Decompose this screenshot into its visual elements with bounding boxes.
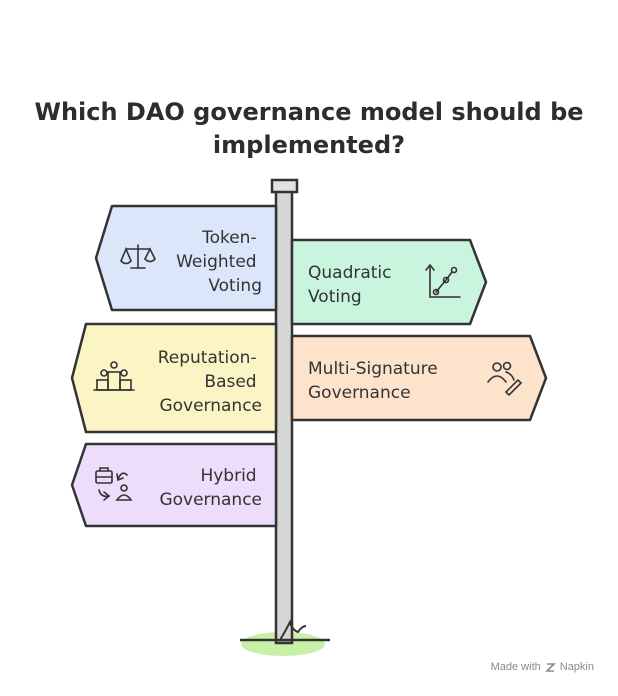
briefcase-user-icon: [95, 467, 133, 501]
scales-icon: [120, 244, 156, 269]
sign-label-line: Multi-Signature: [308, 359, 438, 379]
sign-label-line: Governance: [159, 396, 262, 416]
napkin-logo-icon: [544, 662, 556, 672]
sign-label-line: Reputation-: [158, 348, 257, 368]
diagram-title: Which DAO governance model should be imp…: [34, 98, 584, 159]
credit-text: Made with: [490, 661, 541, 673]
sign-label-line: Governance: [159, 490, 262, 510]
svg-text:Token- Weighted Vo: Token- Weighted Voting: [176, 228, 262, 296]
svg-text:Quadratic Voting: Quadratic Voting: [308, 263, 397, 307]
svg-text:Hybrid Governance: Hybrid Governance: [159, 466, 262, 510]
sign-label-line: Voting: [308, 287, 362, 307]
podium-icon: [93, 361, 135, 391]
sign-label-line: Quadratic: [308, 263, 392, 283]
sign-token-weighted-voting[interactable]: Token- Weighted Voting: [94, 204, 278, 312]
users-sign-icon: [487, 361, 523, 397]
sign-hybrid-governance[interactable]: Hybrid Governance: [70, 442, 278, 528]
sign-label-line: Weighted: [176, 252, 256, 272]
sign-label-line: Token-: [201, 228, 257, 248]
sign-label-line: Governance: [308, 383, 411, 403]
sign-multi-signature-governance[interactable]: Multi-Signature Governance: [290, 334, 548, 422]
napkin-credit[interactable]: Made with Napkin: [491, 661, 594, 673]
credit-brand: Napkin: [559, 661, 594, 673]
sign-reputation-based-governance[interactable]: Reputation- Based Governance: [70, 322, 278, 434]
line-graph-icon: [425, 263, 461, 298]
svg-text:Multi-Signature Governan: Multi-Signature Governance: [308, 359, 443, 403]
sign-quadratic-voting[interactable]: Quadratic Voting: [290, 238, 488, 326]
sign-label-line: Voting: [208, 276, 262, 296]
sign-label-line: Hybrid: [200, 466, 256, 486]
sign-label-line: Based: [204, 372, 256, 392]
svg-text:Reputation- Based: Reputation- Based Governance: [158, 348, 262, 416]
